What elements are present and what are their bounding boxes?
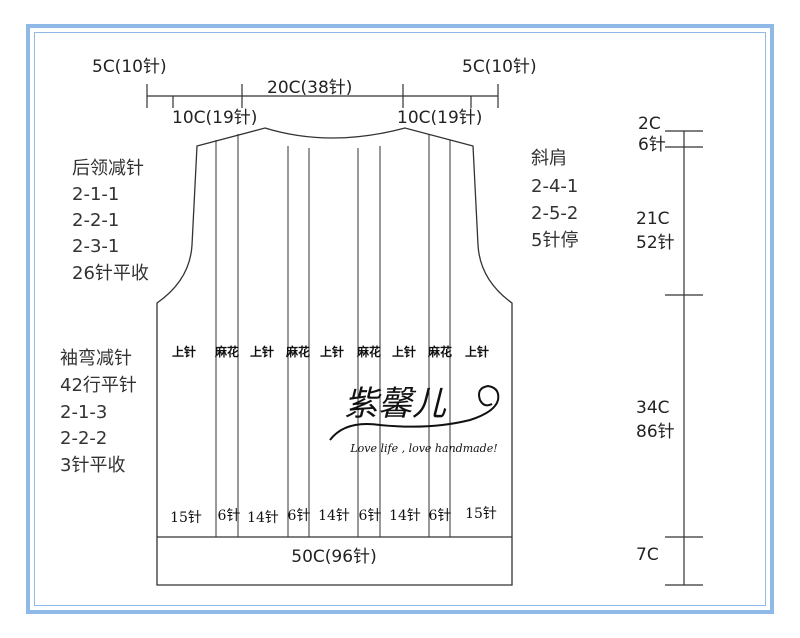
panel-label: 上针 bbox=[172, 344, 196, 359]
panel-label: 麻花 bbox=[356, 344, 381, 359]
panel-label: 上针 bbox=[392, 344, 416, 359]
inner-frame bbox=[34, 32, 766, 606]
panel-count: 6针 bbox=[359, 508, 382, 524]
panel-count: 6针 bbox=[288, 508, 311, 524]
armhole-title: 袖弯减针 bbox=[60, 348, 132, 369]
right-dim-n: 52针 bbox=[636, 233, 675, 253]
panel-label: 上针 bbox=[320, 344, 344, 359]
panel-count: 6针 bbox=[218, 508, 241, 524]
right-shoulder-dim: 5C(10针) bbox=[462, 57, 537, 77]
panel-label: 麻花 bbox=[427, 344, 452, 359]
shoulder-title: 斜肩 bbox=[531, 148, 567, 169]
neck-width-dim: 20C(38针) bbox=[267, 78, 352, 98]
panel-count: 15针 bbox=[465, 506, 497, 522]
shoulder-line: 5针停 bbox=[531, 230, 578, 251]
back-neck-line: 26针平收 bbox=[72, 263, 149, 284]
armhole-line: 2-1-3 bbox=[60, 402, 107, 423]
right-dim-c: 7C bbox=[636, 545, 659, 565]
right-dim-c: 34C bbox=[636, 398, 670, 418]
panel-count: 6针 bbox=[429, 508, 452, 524]
back-neck-line: 2-2-1 bbox=[72, 210, 119, 231]
right-dim-n: 6针 bbox=[638, 135, 666, 155]
armhole-line: 3针平收 bbox=[60, 455, 125, 476]
panel-count: 14针 bbox=[318, 508, 350, 524]
shoulder-line: 2-5-2 bbox=[531, 203, 578, 224]
top-dimension bbox=[146, 84, 499, 108]
panel-count: 15针 bbox=[170, 510, 202, 526]
panel-count: 14针 bbox=[247, 510, 279, 526]
left-inner-dim: 10C(19针) bbox=[172, 108, 257, 128]
bottom-width-dim: 50C(96针) bbox=[291, 547, 376, 567]
watermark-logo: 紫馨儿 Love life , love handmade! bbox=[329, 384, 500, 455]
armhole-notes: 袖弯减针 42行平针 2-1-3 2-2-2 3针平收 bbox=[60, 348, 137, 476]
armhole-line: 2-2-2 bbox=[60, 428, 107, 449]
panel-dividers bbox=[215, 134, 451, 537]
right-dim-c: 2C bbox=[638, 114, 661, 134]
panel-counts: 15针 6针 14针 6针 14针 6针 14针 6针 15针 bbox=[170, 506, 497, 526]
panel-label: 麻花 bbox=[214, 344, 239, 359]
shoulder-notes: 斜肩 2-4-1 2-5-2 5针停 bbox=[531, 148, 578, 251]
garment-outline bbox=[156, 127, 513, 586]
logo-swirl bbox=[329, 384, 500, 441]
back-neck-title: 后领减针 bbox=[72, 158, 144, 179]
panel-label: 麻花 bbox=[285, 344, 310, 359]
left-shoulder-dim: 5C(10针) bbox=[92, 57, 167, 77]
right-inner-dim: 10C(19针) bbox=[397, 108, 482, 128]
panel-label: 上针 bbox=[250, 344, 274, 359]
right-dim-c: 21C bbox=[636, 209, 670, 229]
panel-label: 上针 bbox=[465, 344, 489, 359]
logo-name: 紫馨儿 bbox=[344, 384, 447, 424]
logo-tagline: Love life , love handmade! bbox=[349, 442, 497, 455]
right-dimension bbox=[665, 130, 703, 586]
shoulder-line: 2-4-1 bbox=[531, 176, 578, 197]
armhole-line: 42行平针 bbox=[60, 375, 137, 396]
panel-count: 14针 bbox=[389, 508, 421, 524]
back-neck-line: 2-1-1 bbox=[72, 184, 119, 205]
outer-frame bbox=[26, 24, 774, 614]
right-dim-n: 86针 bbox=[636, 422, 675, 442]
panel-labels: 上针 麻花 上针 麻花 上针 麻花 上针 麻花 上针 bbox=[172, 344, 489, 359]
back-neck-notes: 后领减针 2-1-1 2-2-1 2-3-1 26针平收 bbox=[72, 158, 149, 284]
back-neck-line: 2-3-1 bbox=[72, 236, 119, 257]
